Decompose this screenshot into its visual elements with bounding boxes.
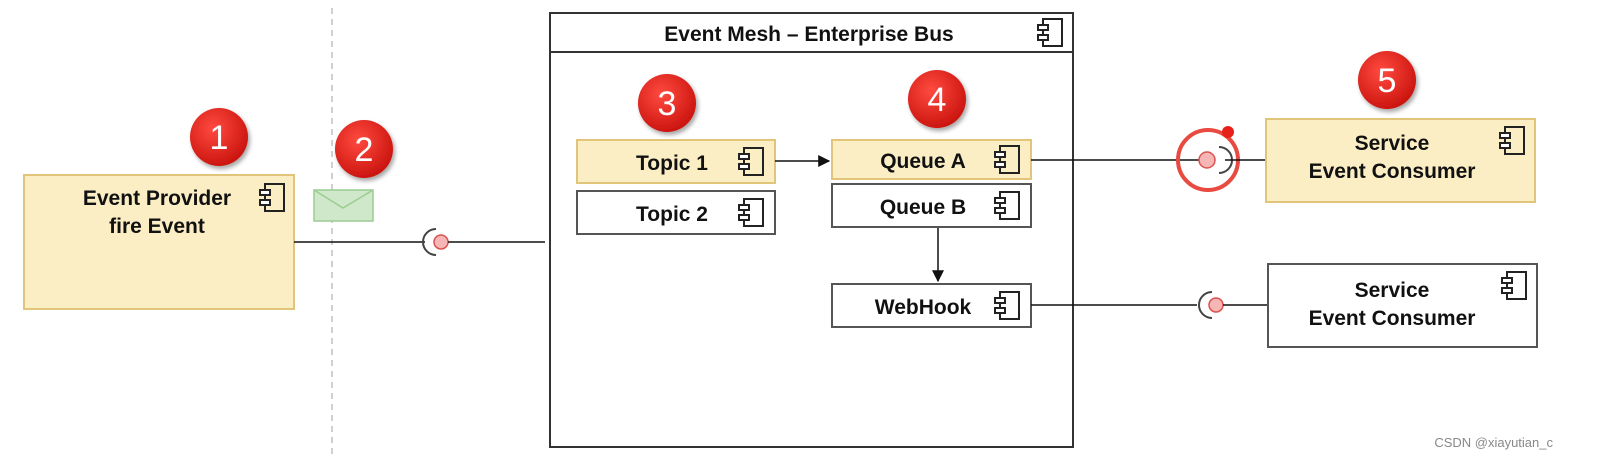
port-icon [1208,297,1224,313]
step-badge-4: 4 [908,70,966,128]
step-badge-1-number: 1 [210,119,229,157]
topic-1-box[interactable]: Topic 1 [576,139,776,184]
service-consumer-2-box[interactable]: Service Event Consumer [1267,263,1538,348]
component-icon [738,147,764,176]
queue-b-label: Queue B [880,196,966,219]
webhook-label: WebHook [875,296,972,319]
step-badge-5: 5 [1358,51,1416,109]
port-socket-icon [422,228,437,256]
step-badge-3: 3 [638,74,696,132]
component-icon [994,145,1020,174]
component-icon [994,291,1020,320]
step-badge-2-number: 2 [355,131,374,169]
consumer-2-label-line2: Event Consumer [1309,307,1476,330]
step-badge-4-number: 4 [928,81,947,119]
event-provider-box[interactable]: Event Provider fire Event [23,174,295,310]
event-mesh-container: Event Mesh – Enterprise Bus [549,12,1074,448]
event-provider-label-line2: fire Event [109,215,205,238]
event-mesh-header [549,12,1074,53]
event-mesh-title: Event Mesh – Enterprise Bus [664,23,953,46]
component-icon [1499,126,1525,155]
consumer-1-label-line1: Service [1355,132,1430,155]
webhook-box[interactable]: WebHook [831,283,1032,328]
component-icon [738,198,764,227]
queue-a-label: Queue A [880,150,966,173]
step-badge-5-number: 5 [1378,62,1397,100]
component-icon [1501,271,1527,300]
step-badge-1: 1 [190,108,248,166]
event-provider-label-line1: Event Provider [83,187,231,210]
component-icon [259,183,285,212]
port-icon [433,234,449,250]
topic-1-label: Topic 1 [636,152,708,175]
port-socket-icon [1198,291,1213,319]
envelope-icon [313,189,374,222]
watermark: CSDN @xiayutian_c [1434,435,1553,450]
step-badge-2: 2 [335,120,393,178]
step-badge-3-number: 3 [658,85,677,123]
highlight-dot-icon [1222,126,1234,138]
port-icon [1198,151,1216,169]
consumer-1-label-line2: Event Consumer [1309,160,1476,183]
component-icon [994,191,1020,220]
service-consumer-1-box[interactable]: Service Event Consumer [1265,118,1536,203]
component-icon [1037,18,1063,47]
queue-a-box[interactable]: Queue A [831,139,1032,180]
topic-2-box[interactable]: Topic 2 [576,190,776,235]
queue-b-box[interactable]: Queue B [831,183,1032,228]
topic-2-label: Topic 2 [636,203,708,226]
consumer-2-label-line1: Service [1355,279,1430,302]
